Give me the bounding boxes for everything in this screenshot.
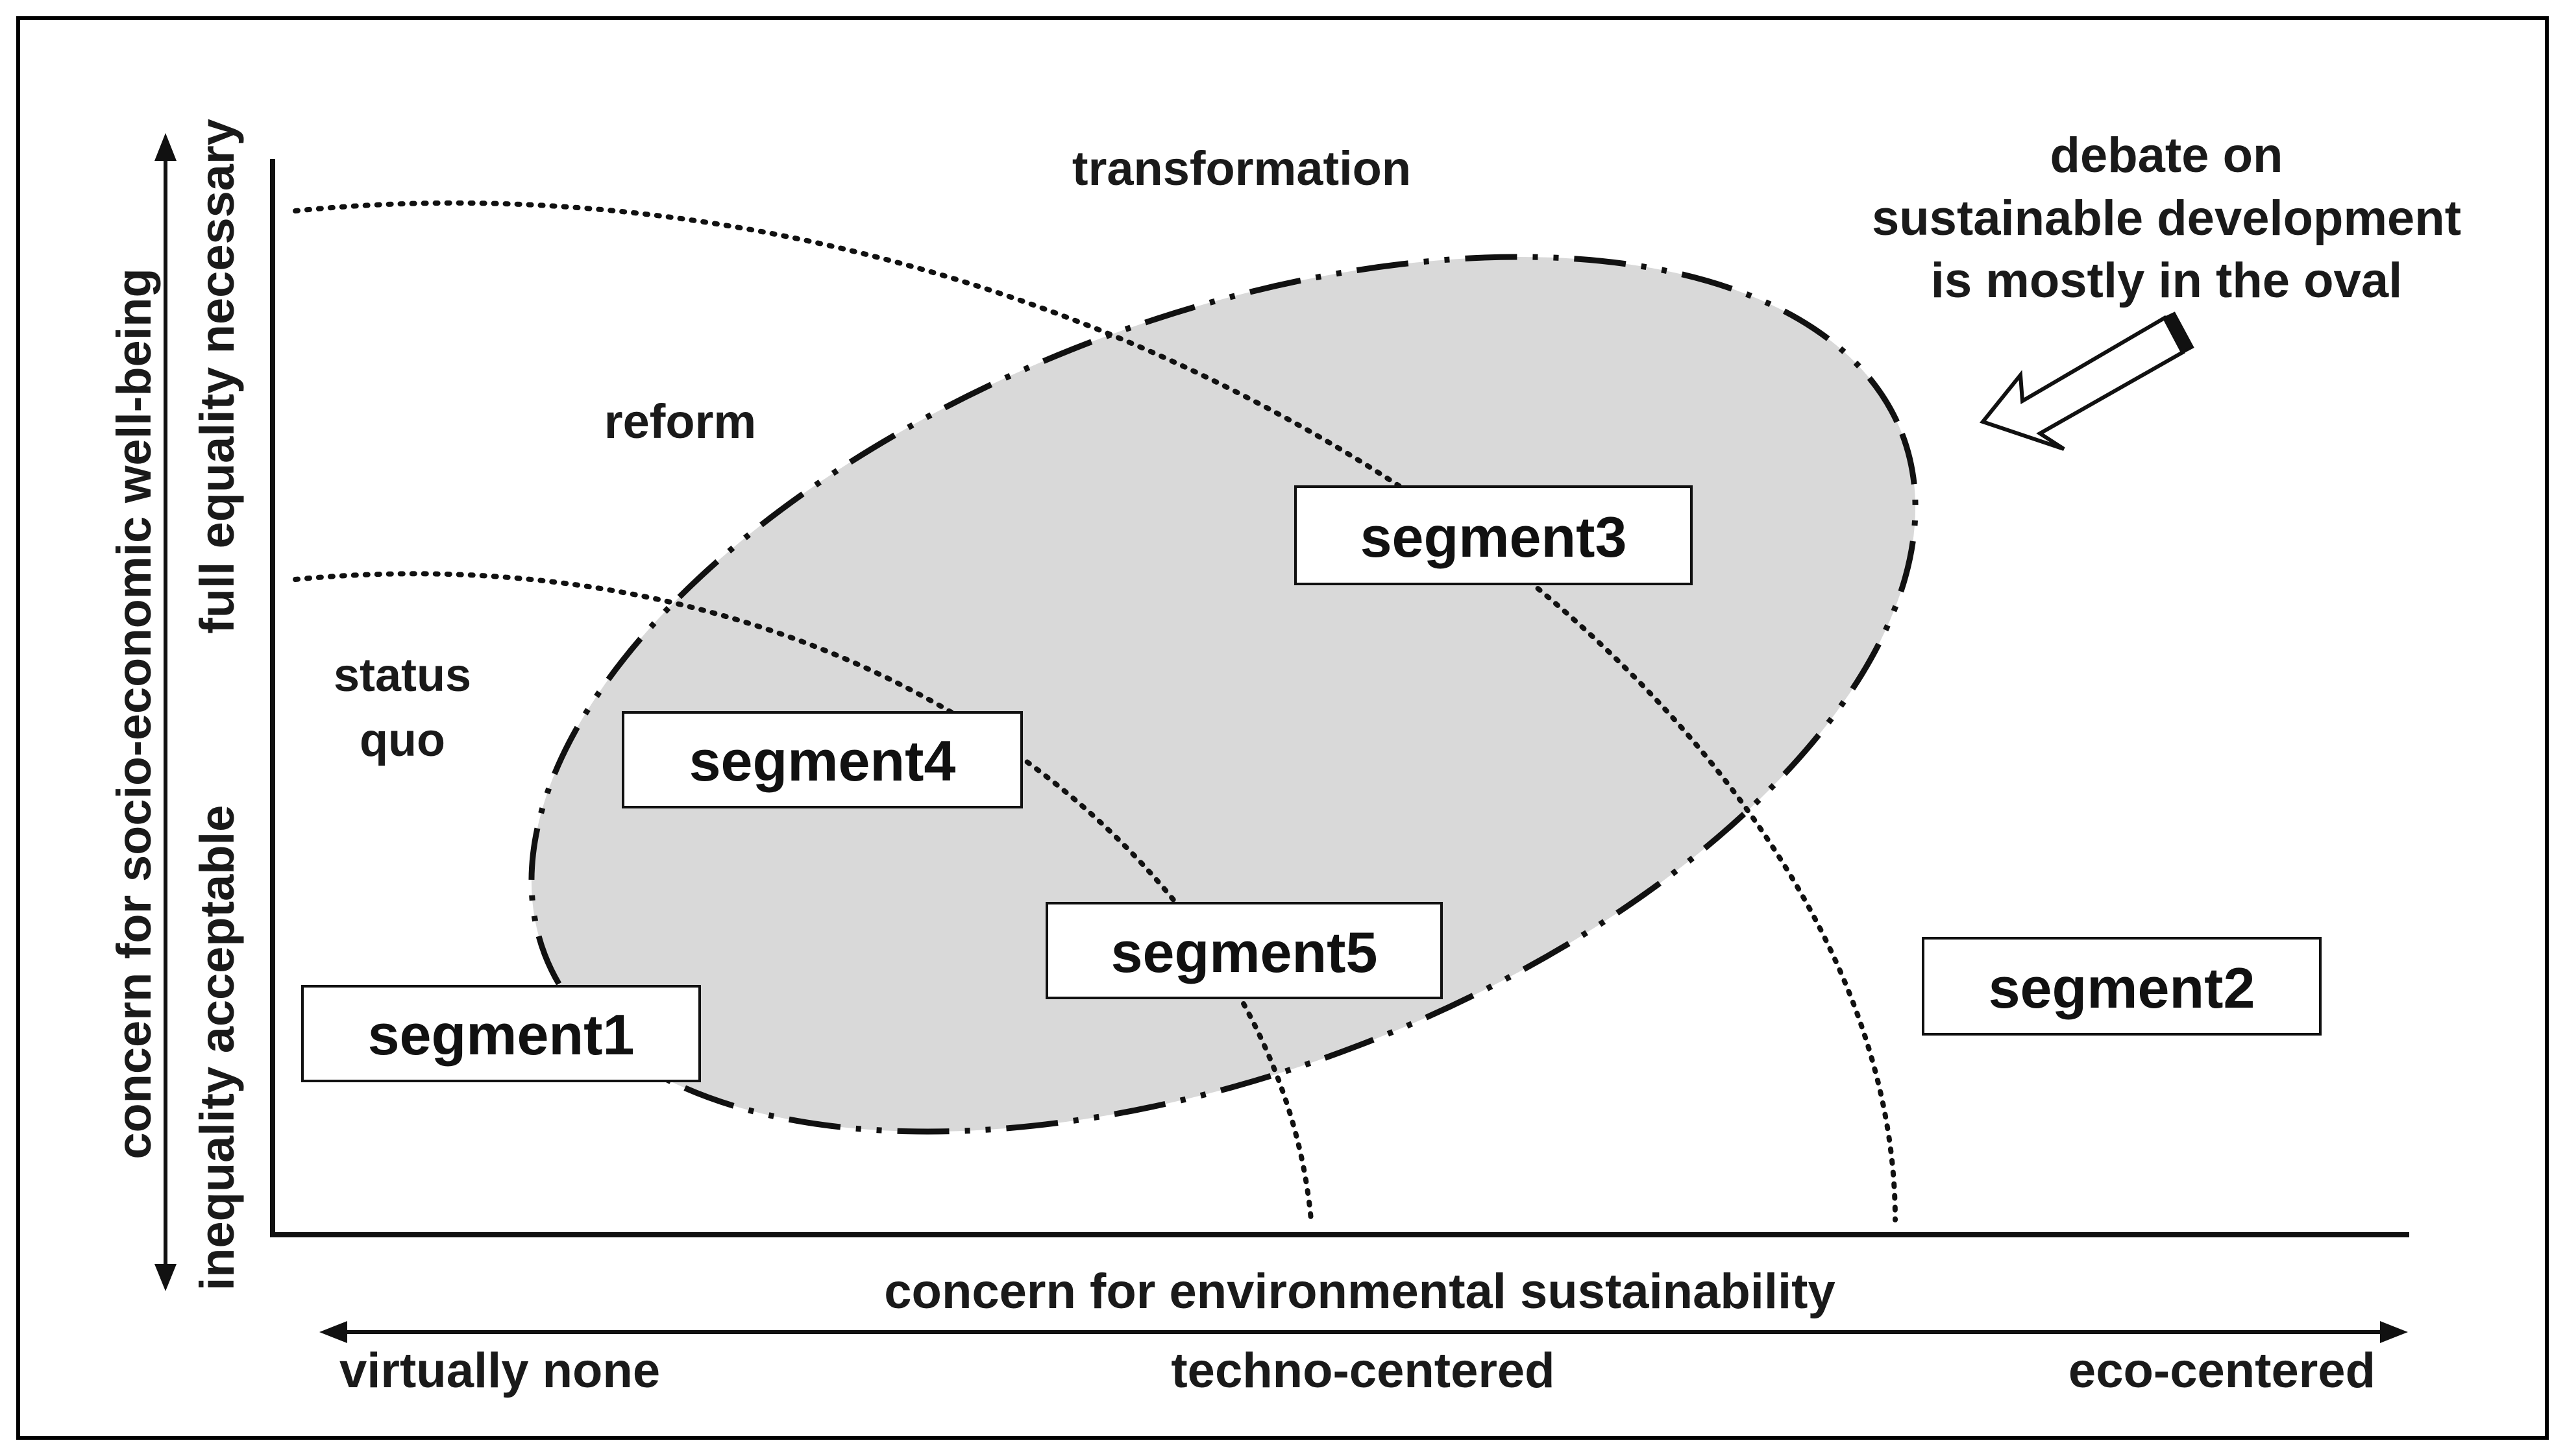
segment-box-5: segment5 xyxy=(1046,902,1443,999)
oval-fill xyxy=(531,256,1916,1132)
boundary-curve-status-quo xyxy=(293,571,1314,1222)
segment-label-4: segment4 xyxy=(689,729,956,793)
x-scale-arrow xyxy=(319,1321,2408,1343)
region-label-quo: quo xyxy=(360,714,445,766)
callout-arrow xyxy=(1979,311,2194,451)
segment-box-3: segment3 xyxy=(1294,485,1693,585)
oval-outline xyxy=(528,254,1919,1135)
region-label-status: status xyxy=(334,649,471,701)
y-scale-arrow xyxy=(154,133,177,1291)
callout-text-line1: debate on xyxy=(2050,128,2283,183)
region-label-transformation: transformation xyxy=(1072,141,1411,195)
segment-label-3: segment3 xyxy=(1360,505,1627,569)
y-axis-high-label: full equality necessary xyxy=(190,119,244,634)
sustainable-development-oval xyxy=(531,256,1916,1132)
callout-text-line2: sustainable development xyxy=(1872,191,2461,246)
x-axis-title: concern for environmental sustainability xyxy=(884,1264,1835,1319)
segment-box-4: segment4 xyxy=(622,711,1023,808)
segment-box-1: segment1 xyxy=(301,985,701,1082)
y-axis-low-label: inequality acceptable xyxy=(190,805,244,1291)
x-axis-low-label: virtually none xyxy=(339,1343,660,1398)
region-label-reform: reform xyxy=(604,394,756,448)
segment-box-2: segment2 xyxy=(1922,937,2322,1036)
callout-text-line3: is mostly in the oval xyxy=(1931,253,2402,308)
x-axis-high-label: eco-centered xyxy=(2068,1343,2375,1398)
segment-label-1: segment1 xyxy=(368,1002,635,1067)
segment-label-2: segment2 xyxy=(1989,956,2255,1020)
x-axis-mid-label: techno-centered xyxy=(1171,1343,1554,1398)
segment-label-5: segment5 xyxy=(1111,920,1378,984)
y-axis-title: concern for socio-economic well-being xyxy=(107,268,161,1159)
